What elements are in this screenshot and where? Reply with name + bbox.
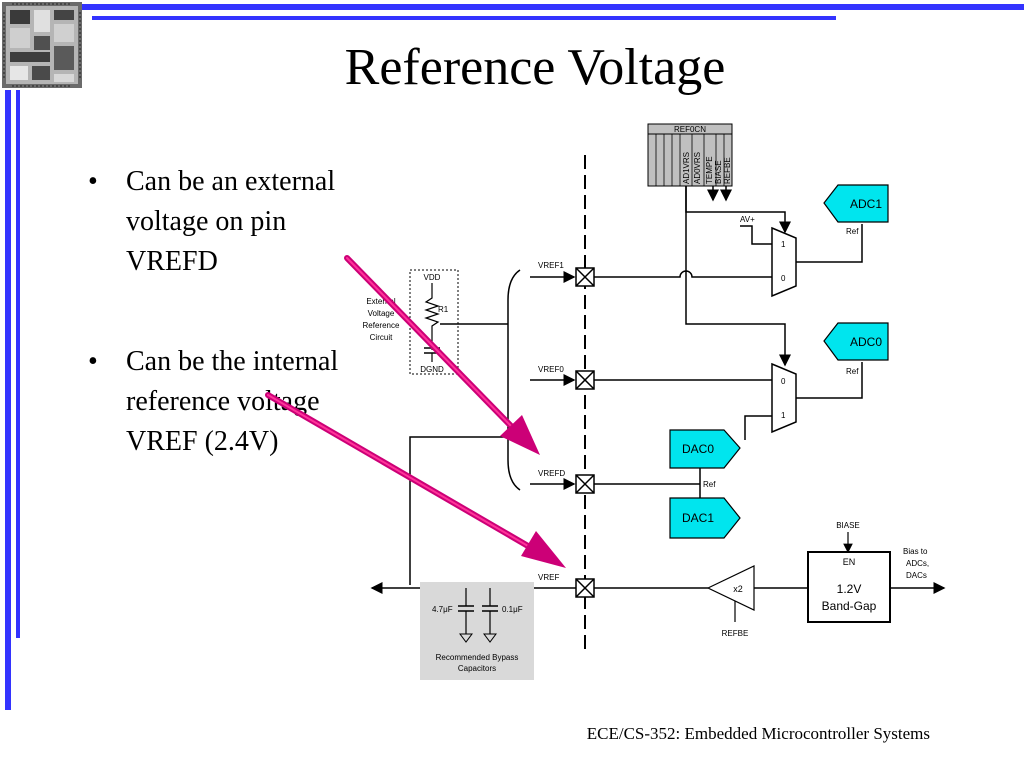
- register-bit-label: TEMPE: [705, 156, 714, 184]
- adc0-block: ADC0 Ref: [823, 322, 889, 376]
- biase-label: BIASE: [836, 521, 860, 530]
- adc1-label: ADC1: [850, 197, 882, 211]
- external-reference-circuit: VDD R1 DGND External Voltage Reference C…: [363, 269, 508, 375]
- bullet-text: Can be an external voltage on pin VREFD: [126, 166, 336, 277]
- bullet-marker: •: [88, 166, 98, 197]
- adc1-block: ADC1 Ref: [823, 184, 889, 236]
- pin-label: VREF1: [538, 261, 564, 270]
- top-accent-bar-thin: [92, 16, 836, 20]
- external-circuit-label: Reference: [363, 321, 400, 330]
- mux-input-label: 0: [781, 377, 786, 386]
- avplus-label: AV+: [740, 215, 755, 224]
- bias-output-label: ADCs,: [906, 559, 929, 568]
- mux-input-label: 1: [781, 411, 786, 420]
- register-bit-label: AD1VRS: [682, 152, 691, 184]
- register-name: REF0CN: [674, 125, 706, 134]
- chip-die-logo: [2, 2, 82, 88]
- bullet-item: • Can be an external voltage on pin VREF…: [88, 162, 358, 282]
- pin-label: VREFD: [538, 469, 565, 478]
- register-bit-label: REFBE: [723, 157, 732, 184]
- bias-output-label: DACs: [906, 571, 927, 580]
- dgnd-label: DGND: [420, 365, 444, 374]
- mux-adc1: 1 0 AV+: [740, 215, 863, 298]
- arrow-to-vrefd: [344, 255, 540, 455]
- adc0-label: ADC0: [850, 335, 882, 349]
- slide-title: Reference Voltage: [344, 39, 726, 96]
- dac0-label: DAC0: [682, 442, 714, 456]
- ref-label: Ref: [703, 480, 716, 489]
- dac0-block: DAC0: [669, 429, 741, 469]
- register-control-lines: [685, 186, 791, 367]
- slide-footer: ECE/CS-352: Embedded Microcontroller Sys…: [586, 724, 930, 743]
- pin-bundle-brace: [507, 269, 521, 491]
- pin-vref0: VREF0: [530, 365, 595, 390]
- ref-label: Ref: [846, 367, 859, 376]
- arrow-to-vref: [265, 392, 566, 568]
- external-circuit-label: External: [366, 297, 396, 306]
- vref-feedback-line: [409, 436, 508, 585]
- bullet-text: Can be the internal reference voltage VR…: [126, 346, 339, 457]
- left-accent-bar: [5, 90, 11, 710]
- pin-vrefd: VREFD: [530, 469, 595, 494]
- top-accent-bar: [82, 4, 1024, 10]
- cap2-label: 0.1μF: [502, 605, 523, 614]
- bias-output-label: Bias to: [903, 547, 928, 556]
- bandgap-en-label: EN: [843, 557, 856, 567]
- dac1-label: DAC1: [682, 511, 714, 525]
- left-accent-bar-thin: [16, 90, 20, 638]
- r1-label: R1: [438, 305, 449, 314]
- ref-label: Ref: [846, 227, 859, 236]
- refbe-label: REFBE: [722, 629, 749, 638]
- pin-label: VREF: [538, 573, 559, 582]
- bullet-marker: •: [88, 346, 98, 377]
- bandgap-value: 1.2V: [837, 582, 862, 596]
- external-circuit-label: Voltage: [368, 309, 395, 318]
- bypass-label: Capacitors: [458, 664, 496, 673]
- vdd-label: VDD: [424, 273, 441, 282]
- bullet-item: • Can be the internal reference voltage …: [88, 342, 358, 462]
- pin-vref1: VREF1: [530, 261, 595, 287]
- register-bit-label: AD0VRS: [693, 152, 702, 184]
- mux-adc0: 0 1: [744, 362, 863, 440]
- dac1-block: DAC1: [669, 497, 741, 539]
- bypass-capacitors: 4.7μF 0.1μF Recommended Bypass Capacitor…: [420, 582, 534, 680]
- mux-input-label: 1: [781, 240, 786, 249]
- pin-to-mux-wires: [594, 270, 772, 589]
- bandgap-name: Band-Gap: [822, 599, 877, 613]
- external-circuit-label: Circuit: [370, 333, 393, 342]
- bandgap-block: BIASE EN 1.2V Band-Gap Bias to ADCs, DAC…: [807, 521, 946, 623]
- callout-arrows: [265, 255, 566, 568]
- register-bit-label: BIASE: [714, 160, 723, 184]
- ref0cn-register: REF0CN AD1VRS AD0VRS TEMPE BIASE REFBE: [647, 123, 733, 187]
- amp-label: x2: [733, 584, 743, 594]
- mux-input-label: 0: [781, 274, 786, 283]
- pin-label: VREF0: [538, 365, 564, 374]
- bypass-label: Recommended Bypass: [436, 653, 519, 662]
- cap1-label: 4.7μF: [432, 605, 453, 614]
- x2-amplifier: x2 REFBE: [706, 565, 808, 638]
